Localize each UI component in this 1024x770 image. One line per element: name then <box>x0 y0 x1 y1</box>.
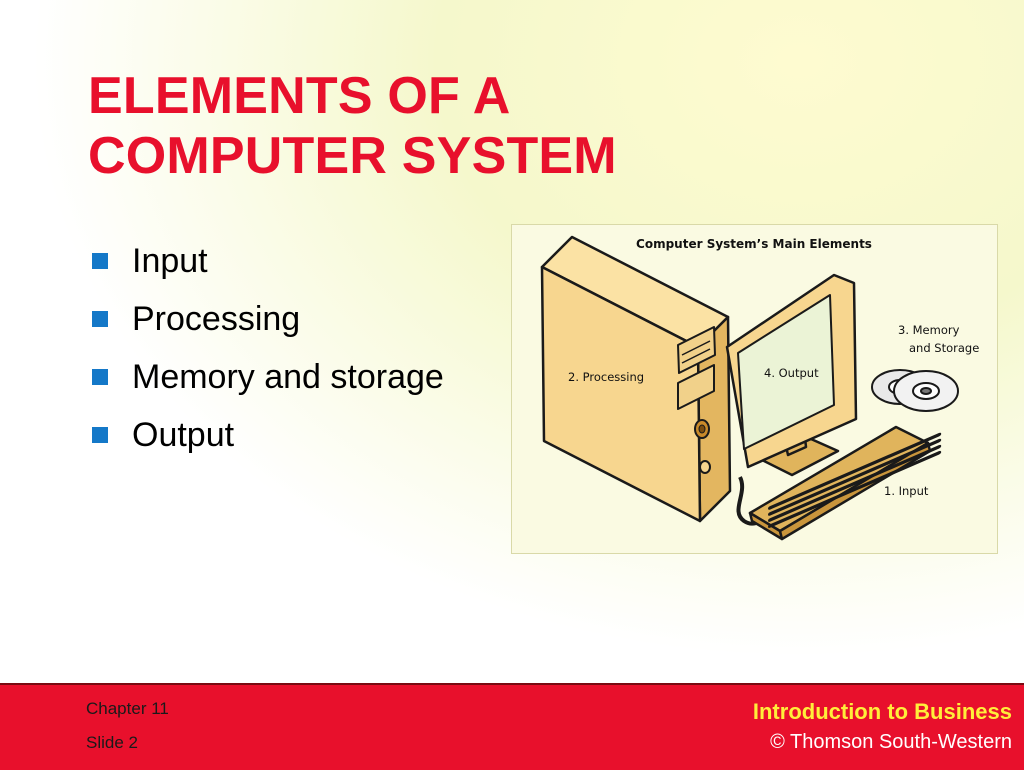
bullet-text: Output <box>132 415 235 454</box>
figure-title: Computer System’s Main Elements <box>636 237 872 251</box>
course-title: Introduction to Business <box>752 699 1012 724</box>
computer-system-figure: Computer System’s Main Elements 2. Proce… <box>511 224 998 554</box>
slide-footer: Chapter 11 Slide 2 Introduction to Busin… <box>0 683 1024 770</box>
bullet-list: Input Processing Memory and storage Outp… <box>92 232 444 464</box>
input-label: 1. Input <box>884 484 929 498</box>
keyboard-icon <box>748 425 942 541</box>
bullet-text: Processing <box>132 299 301 338</box>
slide-title: ELEMENTS OF A COMPUTER SYSTEM <box>88 66 788 186</box>
bullet-item: Output <box>92 406 444 464</box>
square-bullet-icon <box>92 311 108 327</box>
title-line-1: ELEMENTS OF A <box>88 67 511 125</box>
bullet-text: Input <box>132 241 208 280</box>
memory-label-line-1: 3. Memory <box>898 323 960 337</box>
copyright-text: © Thomson South-Western <box>770 731 1012 753</box>
square-bullet-icon <box>92 253 108 269</box>
square-bullet-icon <box>92 369 108 385</box>
bullet-text: Memory and storage <box>132 357 444 396</box>
processing-label: 2. Processing <box>568 370 644 384</box>
cd-discs-icon <box>871 369 959 412</box>
bullet-item: Processing <box>92 290 444 348</box>
output-label: 4. Output <box>764 366 819 380</box>
square-bullet-icon <box>92 427 108 443</box>
computer-tower-icon <box>540 235 732 523</box>
memory-label-line-2: and Storage <box>909 341 979 355</box>
title-line-2: COMPUTER SYSTEM <box>88 127 617 185</box>
bullet-item: Input <box>92 232 444 290</box>
monitor-icon <box>725 273 858 477</box>
slide-number: Slide 2 <box>86 733 138 752</box>
chapter-label: Chapter 11 <box>86 699 169 718</box>
computer-illustration: Computer System’s Main Elements 2. Proce… <box>540 235 979 541</box>
bullet-item: Memory and storage <box>92 348 444 406</box>
